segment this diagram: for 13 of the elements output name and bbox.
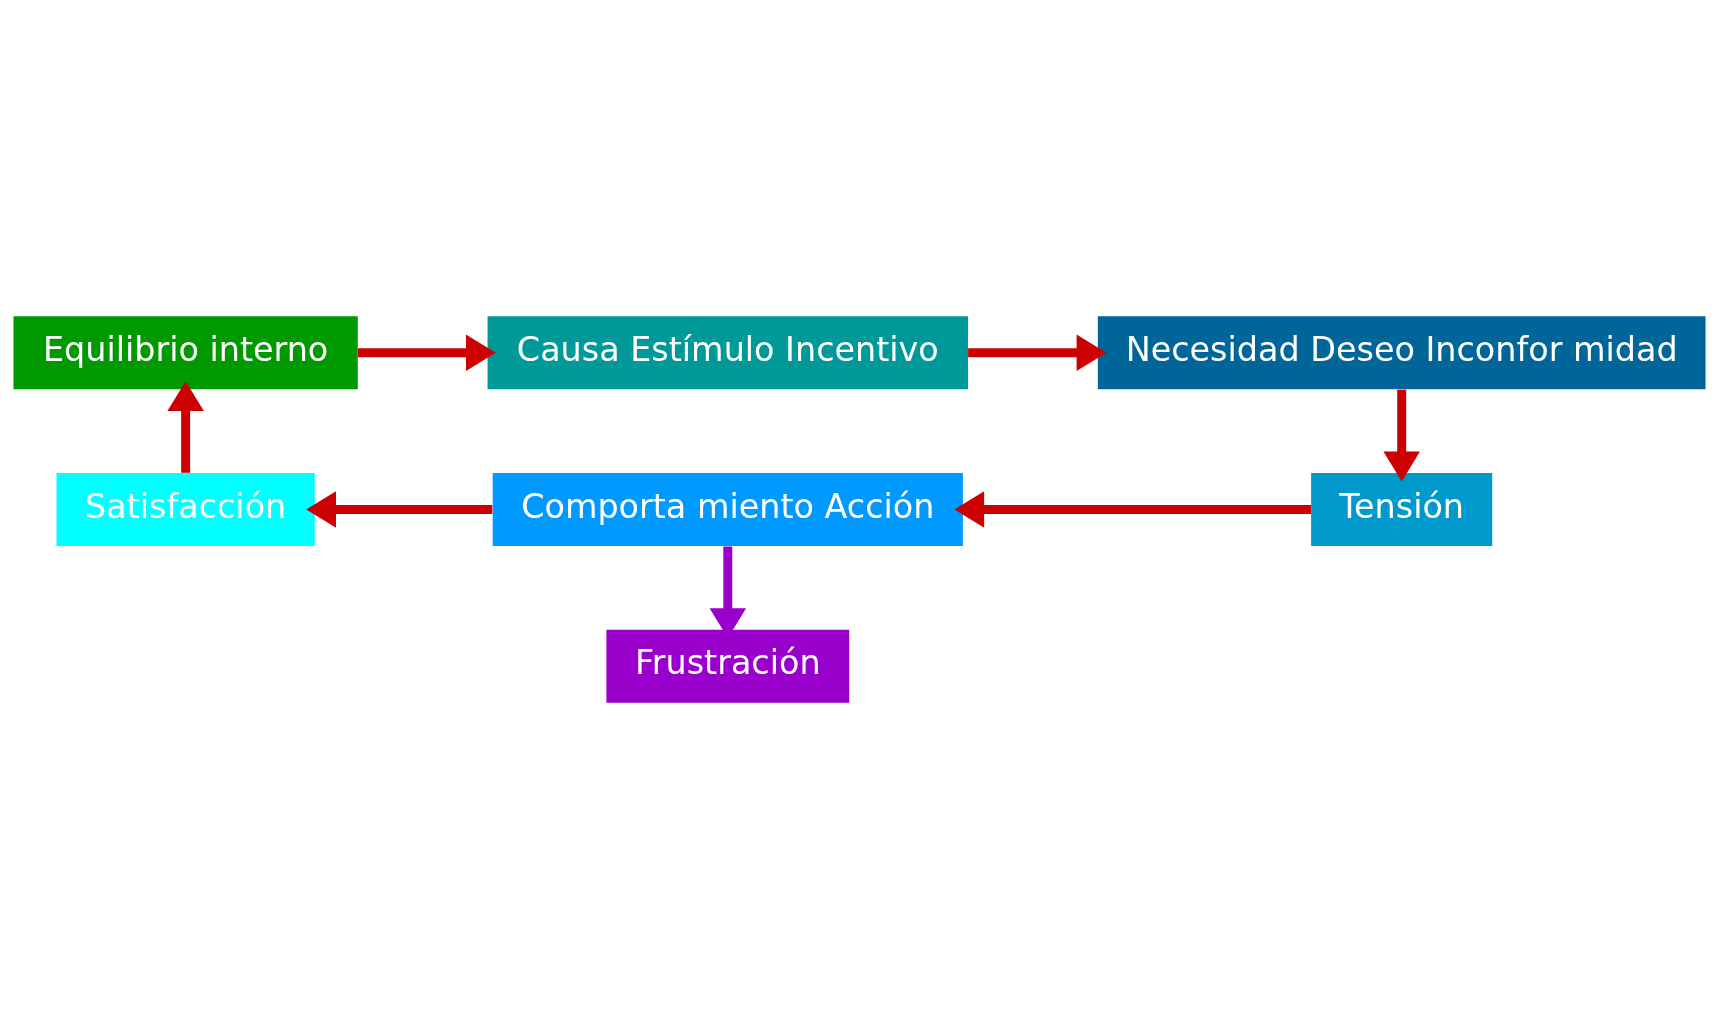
node-box: Causa Estímulo Incentivo [487, 315, 969, 389]
node-box: Comporta miento Acción [492, 472, 963, 546]
arrow [1383, 389, 1420, 481]
node-box: Satisfacción [56, 472, 315, 546]
arrow [306, 490, 493, 528]
node-box: Frustración [606, 629, 850, 703]
arrow [968, 334, 1107, 371]
arrow [954, 490, 1311, 528]
node-box: Necesidad Deseo Inconfor midad [1097, 315, 1706, 389]
node-box: Tensión [1311, 472, 1493, 546]
node-box: Equilibrio interno [13, 315, 358, 389]
arrow [358, 334, 496, 371]
arrow [167, 380, 204, 473]
